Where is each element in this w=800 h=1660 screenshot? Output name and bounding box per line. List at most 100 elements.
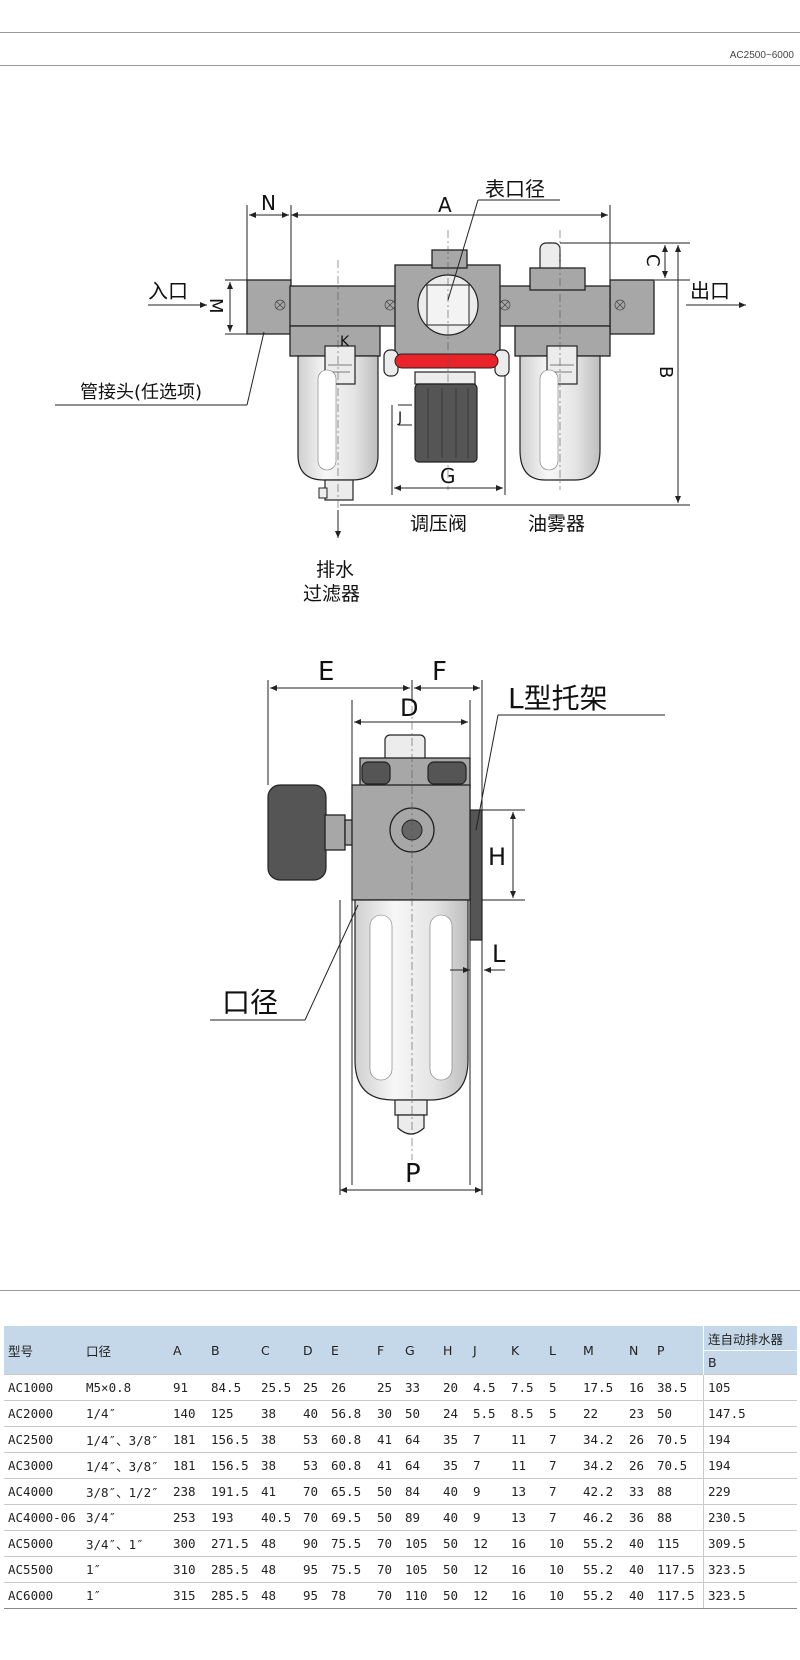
gauge-port-label: 表口径 bbox=[485, 177, 545, 201]
dim-J: J bbox=[397, 410, 402, 426]
table-cell: 41 bbox=[373, 1452, 401, 1479]
table-cell: 12 bbox=[469, 1582, 507, 1609]
table-cell: 117.5 bbox=[653, 1556, 704, 1583]
th-D: D bbox=[299, 1326, 327, 1375]
table-cell: 300 bbox=[169, 1530, 207, 1557]
table-cell: 50 bbox=[653, 1400, 704, 1427]
table-cell: 48 bbox=[257, 1582, 299, 1609]
dim-F: F bbox=[432, 657, 447, 687]
th-auto-drain-B: B bbox=[703, 1350, 797, 1375]
table-cell: 38 bbox=[257, 1426, 299, 1453]
regulator-label: 调压阀 bbox=[410, 513, 467, 535]
table-cell: 285.5 bbox=[207, 1556, 257, 1583]
table-cell: 40 bbox=[299, 1400, 327, 1427]
table-cell: 40.5 bbox=[257, 1504, 299, 1531]
table-cell: 115 bbox=[653, 1530, 704, 1557]
table-cell: 253 bbox=[169, 1504, 207, 1531]
th-C: C bbox=[257, 1326, 299, 1375]
th-P: P bbox=[653, 1326, 704, 1375]
top-rule-2 bbox=[0, 65, 800, 66]
table-cell: 12 bbox=[469, 1530, 507, 1557]
th-model: 型号 bbox=[4, 1326, 82, 1375]
table-cell: 323.5 bbox=[703, 1582, 797, 1609]
table-cell: 40 bbox=[439, 1478, 469, 1505]
table-top-rule bbox=[0, 1290, 800, 1291]
drain-label-2: 过滤器 bbox=[303, 583, 360, 605]
cell-model: AC5000 bbox=[4, 1530, 82, 1557]
frl-unit-side bbox=[267, 734, 483, 1135]
table-header-row: 型号 口径 A B C D E F G H J K L M N P 连自动排水器 bbox=[4, 1326, 797, 1375]
table-cell: 89 bbox=[401, 1504, 439, 1531]
th-port: 口径 bbox=[82, 1326, 169, 1375]
table-cell: 55.2 bbox=[579, 1530, 625, 1557]
outlet-fitting bbox=[609, 279, 655, 335]
th-G: G bbox=[401, 1326, 439, 1375]
table-cell: 88 bbox=[653, 1504, 704, 1531]
table-cell: 13 bbox=[507, 1478, 545, 1505]
table-cell: 75.5 bbox=[327, 1530, 373, 1557]
table-cell: 5.5 bbox=[469, 1400, 507, 1427]
th-B: B bbox=[207, 1326, 257, 1375]
table-cell: 7.5 bbox=[507, 1374, 545, 1401]
lubricator-label: 油雾器 bbox=[528, 513, 585, 535]
table-cell: 26 bbox=[625, 1426, 653, 1453]
table-cell: 9 bbox=[469, 1504, 507, 1531]
table-cell: 8.5 bbox=[507, 1400, 545, 1427]
table-cell: 7 bbox=[545, 1504, 579, 1531]
dim-H: H bbox=[488, 843, 506, 871]
connector-clamp bbox=[394, 353, 499, 369]
table-cell: 70 bbox=[299, 1478, 327, 1505]
table-cell: 38 bbox=[257, 1452, 299, 1479]
port-label: 口径 bbox=[222, 986, 278, 1019]
table-cell: 315 bbox=[169, 1582, 207, 1609]
table-cell: 34.2 bbox=[579, 1452, 625, 1479]
table-cell: 38 bbox=[257, 1400, 299, 1427]
spec-table: 型号 口径 A B C D E F G H J K L M N P 连自动排水器… bbox=[4, 1326, 797, 1609]
svg-text:K: K bbox=[340, 334, 350, 350]
table-cell: 56.8 bbox=[327, 1400, 373, 1427]
dim-N: N bbox=[261, 191, 276, 215]
table-cell: 70.5 bbox=[653, 1426, 704, 1453]
table-cell: 25.5 bbox=[257, 1374, 299, 1401]
table-cell: 194 bbox=[703, 1452, 797, 1479]
table-cell: 95 bbox=[299, 1556, 327, 1583]
table-cell: 60.8 bbox=[327, 1426, 373, 1453]
table-cell: 40 bbox=[625, 1582, 653, 1609]
table-cell: 70.5 bbox=[653, 1452, 704, 1479]
dim-G: G bbox=[440, 464, 456, 488]
table-cell: 50 bbox=[439, 1582, 469, 1609]
cell-port: 1/4″ bbox=[82, 1400, 169, 1427]
table-cell: 35 bbox=[439, 1452, 469, 1479]
table-cell: 70 bbox=[373, 1582, 401, 1609]
cell-port: 3/4″ bbox=[82, 1504, 169, 1531]
table-cell: 140 bbox=[169, 1400, 207, 1427]
dim-B: B bbox=[655, 366, 676, 378]
top-rule-1 bbox=[0, 32, 800, 33]
table-cell: 50 bbox=[373, 1504, 401, 1531]
table-cell: 55.2 bbox=[579, 1556, 625, 1583]
th-L: L bbox=[545, 1326, 579, 1375]
th-H: H bbox=[439, 1326, 469, 1375]
th-E: E bbox=[327, 1326, 373, 1375]
table-cell: 40 bbox=[625, 1530, 653, 1557]
table-cell: 7 bbox=[545, 1478, 579, 1505]
outlet-label: 出口 bbox=[690, 279, 730, 303]
table-cell: 30 bbox=[373, 1400, 401, 1427]
table-cell: 7 bbox=[469, 1426, 507, 1453]
cell-port: 1/4″、3/8″ bbox=[82, 1426, 169, 1453]
table-cell: 309.5 bbox=[703, 1530, 797, 1557]
table-cell: 41 bbox=[373, 1426, 401, 1453]
drain-valve bbox=[324, 479, 354, 501]
dim-L: L bbox=[492, 940, 506, 968]
table-cell: 7 bbox=[469, 1452, 507, 1479]
cell-model: AC2000 bbox=[4, 1400, 82, 1427]
table-cell: 26 bbox=[327, 1374, 373, 1401]
bracket-label: L型托架 bbox=[508, 682, 608, 715]
table-cell: 78 bbox=[327, 1582, 373, 1609]
table-cell: 16 bbox=[507, 1556, 545, 1583]
table-cell: 55.2 bbox=[579, 1582, 625, 1609]
